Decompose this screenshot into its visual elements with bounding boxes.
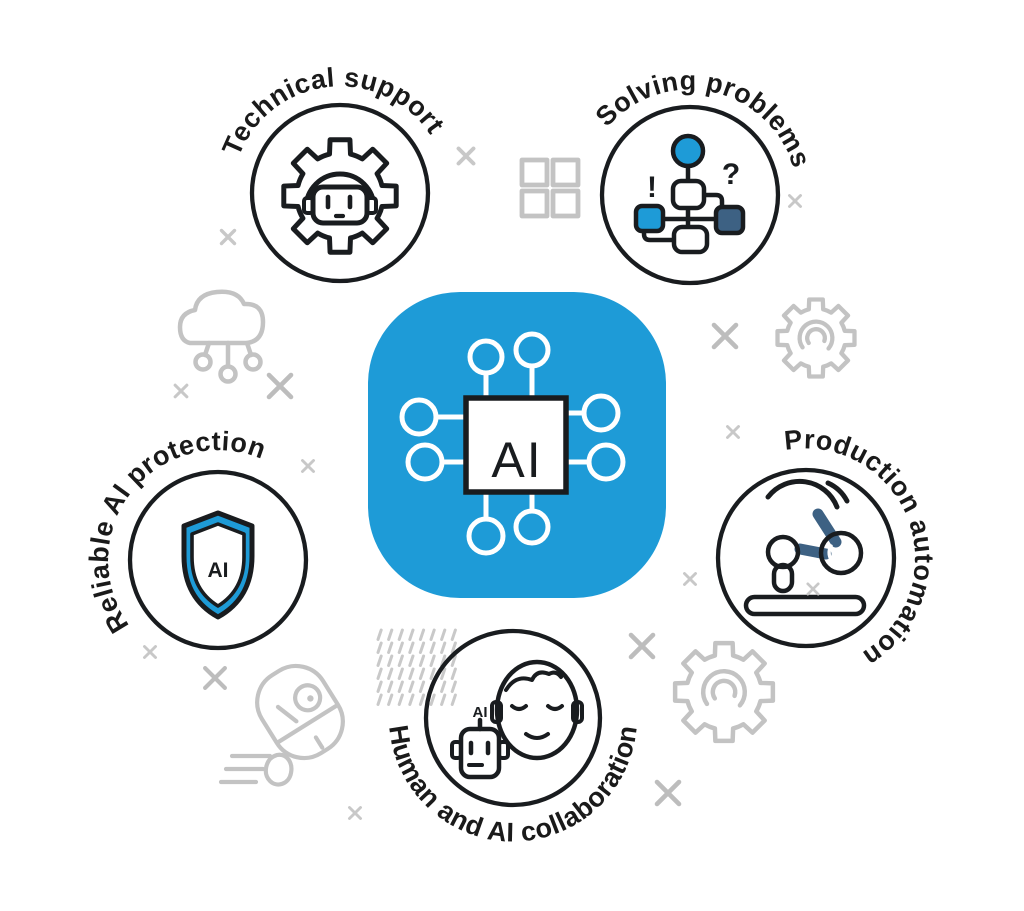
robot-ai-label: AI [473,704,488,721]
x-mark-icon [806,582,820,596]
exclamation-mark: ! [647,171,657,204]
node-production-automation [715,467,897,649]
x-mark-icon [726,425,740,439]
squares-grid-icon [519,157,581,219]
node-circle [127,469,309,651]
capsule-rocket-icon [218,663,345,787]
x-mark-icon [205,668,225,688]
x-mark-icon [173,383,189,399]
gear-icon [778,300,855,377]
x-mark-icon [143,645,157,659]
node-circle [599,104,781,286]
x-mark-icon [631,635,653,657]
x-mark-icon [714,325,736,347]
shield-ai-label: AI [208,559,229,582]
chip-label: AI [491,432,542,488]
node-human-ai-collaboration: AI [423,628,603,808]
node-technical-support [249,102,431,284]
x-mark-icon [788,194,802,208]
x-mark-icon [456,146,476,166]
cloud-network-icon [177,289,266,384]
human-and-robot-icon: AI [450,659,584,780]
x-mark-icon [269,375,291,397]
node-solving-problems: ! ? [599,104,781,286]
node-circle [423,628,603,808]
robot-arm-icon [743,478,867,617]
shield-ai-icon: AI [181,510,255,620]
gear-robot-icon [284,140,396,252]
x-mark-icon [348,806,362,820]
x-mark-icon [219,228,237,246]
x-mark-icon [657,782,679,804]
label-human-ai-collaboration: Human and AI collaboration [383,723,643,848]
dash-grid-icon [376,628,457,706]
x-mark-icon [301,459,315,473]
node-reliable-ai-protection: AI [127,469,309,651]
node-circle [715,467,897,649]
flowchart-icon [633,133,746,255]
decorations [143,146,855,820]
question-mark: ? [722,158,740,191]
x-mark-icon [683,572,697,586]
gear-icon [675,643,773,741]
ai-chip-icon [399,331,626,556]
center-ai-chip: AI [368,292,666,598]
node-circle [249,102,431,284]
